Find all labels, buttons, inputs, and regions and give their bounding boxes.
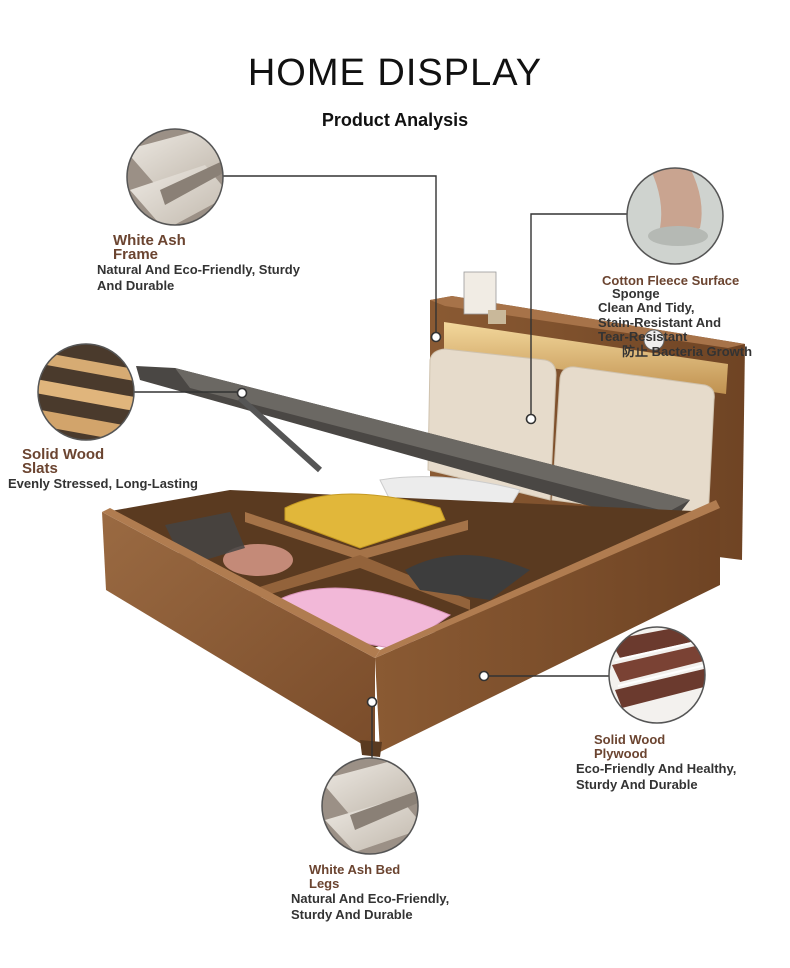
callout-cotton-fleece: Cotton Fleece Surface Sponge Clean And T… — [598, 274, 788, 360]
fabric-press-icon — [626, 167, 724, 265]
callout-white-ash-bed-legs: White Ash Bed Legs Natural And Eco-Frien… — [291, 863, 491, 923]
callout-description: Sponge — [612, 286, 660, 301]
plywood-layers-icon — [608, 626, 706, 724]
callout-title: White Ash Frame — [113, 232, 186, 263]
leader-dots — [236, 331, 537, 708]
callout-description: 防止 Bacteria Growth — [622, 344, 753, 359]
storage-base — [102, 490, 720, 757]
callout-title: White Ash Bed Legs — [309, 862, 401, 891]
wood-grain-icon — [126, 128, 224, 226]
callout-title: Solid Wood Plywood — [594, 732, 666, 761]
callout-title: Cotton Fleece Surface — [602, 273, 740, 288]
callout-description: Evenly Stressed, Long-Lasting — [8, 476, 198, 491]
slats-icon — [37, 343, 135, 441]
callout-white-ash-frame: White Ash Frame Natural And Eco-Friendly… — [97, 232, 307, 294]
callout-description: Eco-Friendly And Healthy, Sturdy And Dur… — [576, 761, 737, 792]
callout-title: Solid Wood Slats — [22, 446, 105, 477]
callout-description: Natural And Eco-Friendly, Sturdy And Dur… — [97, 262, 300, 293]
leader-lines — [133, 175, 628, 758]
wood-block-icon — [321, 757, 419, 855]
page-subtitle: Product Analysis — [321, 110, 469, 130]
callout-description: Stain-Resistant And Tear-Resistant — [598, 315, 722, 344]
callout-description: Clean And Tidy, — [598, 300, 695, 315]
page-title: HOME DISPLAY — [247, 52, 543, 94]
callout-solid-wood-slats: Solid Wood Slats Evenly Stressed, Long-L… — [8, 446, 228, 492]
callout-description: Natural And Eco-Friendly, Sturdy And Dur… — [291, 891, 450, 922]
callout-solid-wood-plywood: Solid Wood Plywood Eco-Friendly And Heal… — [576, 733, 776, 793]
